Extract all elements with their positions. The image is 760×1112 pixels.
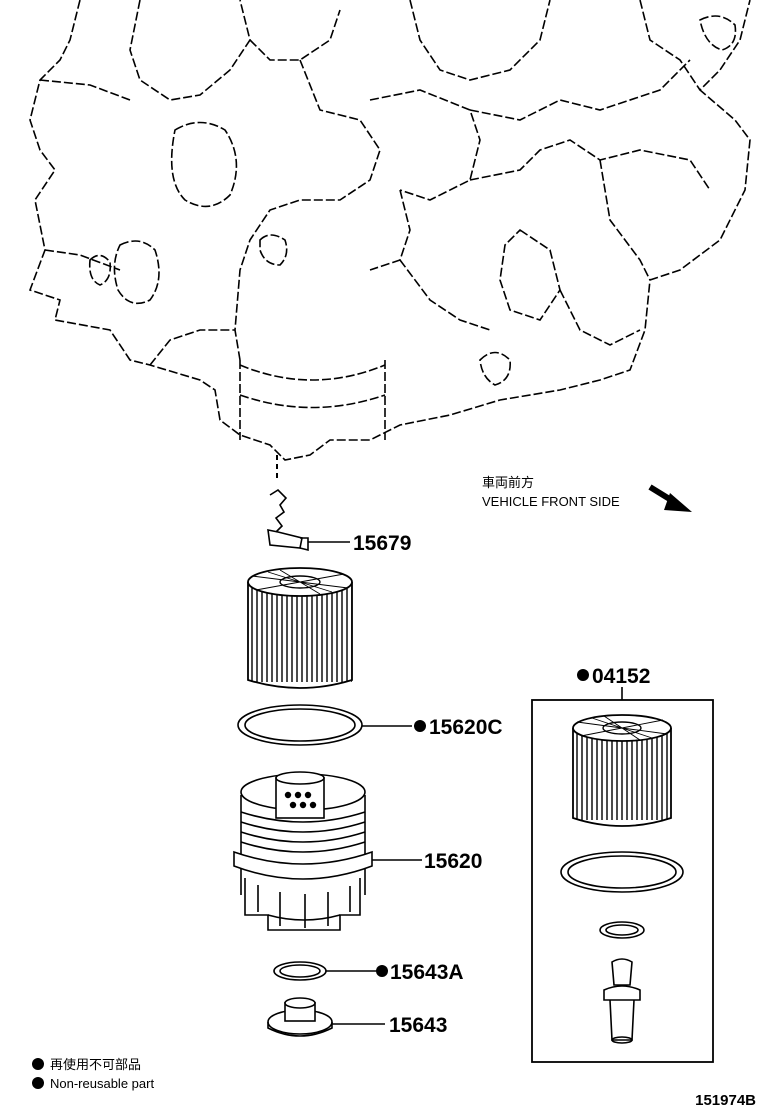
front-direction-arrow-icon [648,484,692,512]
direction-label-en: VEHICLE FRONT SIDE [482,494,620,509]
non-reusable-dot-15643A [376,965,388,977]
o-ring-15620C [237,704,363,746]
part-number-15643A: 15643A [390,961,464,984]
kit-filter-element [572,714,672,827]
drain-plug-15643 [267,997,333,1037]
oil-filter-cap-15620 [233,771,373,931]
non-reusable-dot-15620C [414,720,426,732]
kit-o-ring [560,851,684,893]
kit-drain-valve [603,958,641,1044]
non-reusable-dot-04152 [577,669,589,681]
part-number-15643: 15643 [389,1014,447,1037]
legend-dot-en [32,1077,44,1089]
legend-text-en: Non-reusable part [50,1076,154,1091]
union-15679 [267,488,309,552]
legend-dot-jp [32,1058,44,1070]
figure-id: 151974B [695,1092,756,1109]
kit-gasket [599,921,645,939]
part-number-15679: 15679 [353,532,411,555]
part-number-04152: 04152 [592,665,650,688]
direction-label-jp: 車両前方 [482,475,534,490]
oil-filter-element [247,567,353,689]
legend-text-jp: 再使用不可部品 [50,1057,141,1072]
part-number-15620: 15620 [424,850,482,873]
gasket-15643A [273,961,327,981]
part-number-15620C: 15620C [429,716,503,739]
engine-block [28,0,751,461]
